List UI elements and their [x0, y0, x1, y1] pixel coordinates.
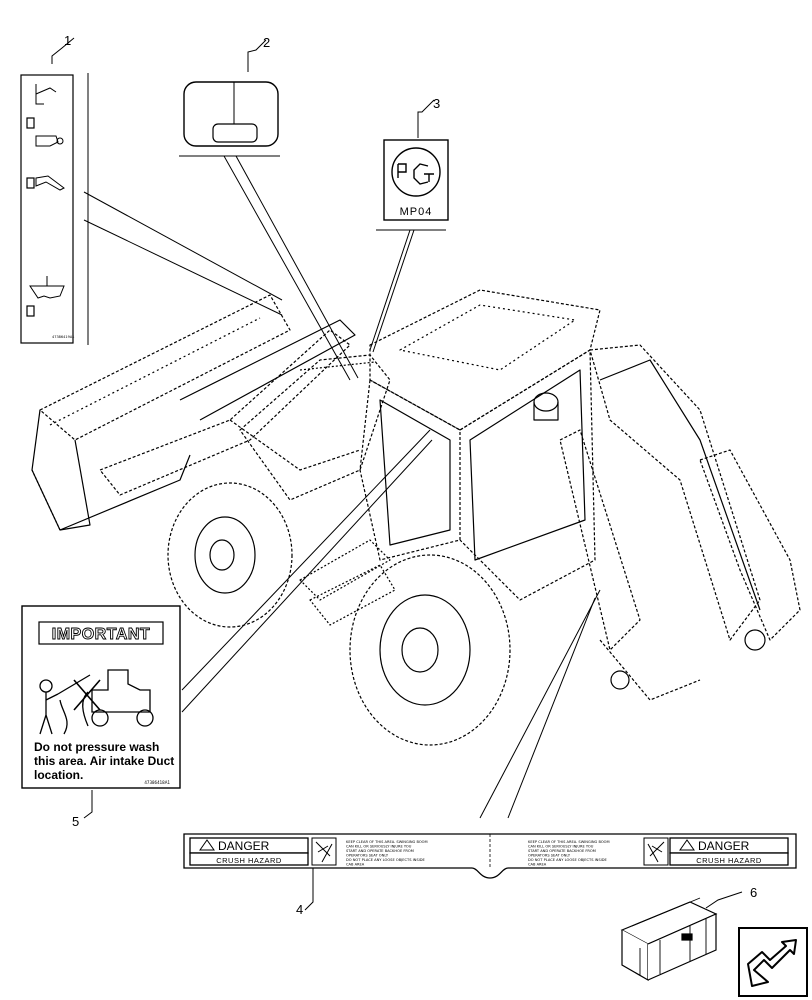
no-pressure-wash-pictogram: [39, 669, 154, 735]
callout-2: 2: [263, 35, 271, 50]
next-page-arrow-icon[interactable]: [738, 927, 808, 997]
decal-5-line-1: Do not pressure wash: [34, 740, 159, 754]
decal-4-hazard-right: CRUSH HAZARD: [696, 856, 762, 865]
front-wheel: [167, 482, 293, 628]
decal-kit-box-icon: [620, 897, 718, 982]
callout-1: 1: [64, 33, 72, 48]
engine-hood: [239, 354, 391, 501]
bucket-curl-icon: [29, 276, 65, 299]
decal-4-text-line: CAB AREA: [528, 863, 547, 867]
decal-5-title: IMPORTANT: [52, 626, 150, 643]
crush-hazard-pictogram-left: [311, 837, 337, 866]
cab-body: [359, 349, 596, 601]
leader-lines: [51, 37, 743, 911]
decal-5-line-2: this area. Air intake Duct: [34, 754, 174, 768]
decal-4-text-right: KEEP CLEAR OF THIS AREA. SWINGING BOOM C…: [528, 840, 610, 867]
decal-4-text-line: CAB AREA: [346, 863, 365, 867]
warning-triangle-left-icon: [199, 839, 215, 851]
decal-5-frame: [21, 605, 181, 789]
decal-1-control-pattern: 47386419A1: [20, 74, 74, 344]
loader-bucket: [31, 294, 291, 531]
decal-4-text-line: KEEP CLEAR OF THIS AREA. SWINGING BOOM: [346, 840, 428, 844]
decal-4-text-line: KEEP CLEAR OF THIS AREA. SWINGING BOOM: [528, 840, 610, 844]
decal-4-text-line: OPERATORS SEAT ONLY: [528, 854, 571, 858]
decal-4-text-line: DO NOT PLACE ANY LOOSE OBJECTS INSIDE: [346, 858, 425, 862]
decal-4-text-left: KEEP CLEAR OF THIS AREA. SWINGING BOOM C…: [346, 840, 428, 867]
decal-4-text-line: START AND OPERATE BACKHOE FROM: [346, 849, 414, 853]
decal-3-mark-text: MP04: [400, 206, 433, 218]
crush-hazard-pictogram-right: [643, 837, 669, 866]
callout-5: 5: [72, 814, 80, 829]
tractor-icon: [35, 135, 64, 147]
decal-4-danger-right: DANGER: [698, 839, 750, 853]
backhoe-boom: [559, 344, 801, 701]
decal-4-hazard-left: CRUSH HAZARD: [216, 856, 282, 865]
decal-4-frame: [183, 833, 797, 879]
loader-lift-icon: [35, 175, 65, 191]
callout-3: 3: [433, 96, 441, 111]
decal-1-part-number: 47386419A1: [52, 335, 74, 339]
decal-2-label: [183, 81, 279, 147]
callout-6: 6: [750, 885, 758, 900]
bucket-tilt-icon: [35, 84, 57, 105]
callout-4: 4: [296, 902, 304, 917]
decal-5-line-3: location.: [34, 768, 83, 782]
warning-triangle-right-icon: [679, 839, 695, 851]
decal-4-text-line: OPERATORS SEAT ONLY: [346, 854, 389, 858]
decal-4-danger-left: DANGER: [218, 839, 270, 853]
decal-4-text-line: START AND OPERATE BACKHOE FROM: [528, 849, 596, 853]
decal-4-text-line: DO NOT PLACE ANY LOOSE OBJECTS INSIDE: [528, 858, 607, 862]
cab-steps: [299, 539, 396, 626]
decal-4-text-line: CAN KILL OR SERIOUSLY INJURE YOU: [346, 845, 412, 849]
rear-wheel: [349, 554, 511, 746]
decal-3-certification-mark: [383, 139, 449, 221]
backhoe-loader-drawing: [31, 289, 801, 746]
cab-roof: [369, 289, 601, 431]
loader-arms: [99, 319, 361, 496]
decal-5-part-number: 47386418A1: [144, 780, 170, 785]
decal-4-text-line: CAN KILL OR SERIOUSLY INJURE YOU: [528, 845, 594, 849]
